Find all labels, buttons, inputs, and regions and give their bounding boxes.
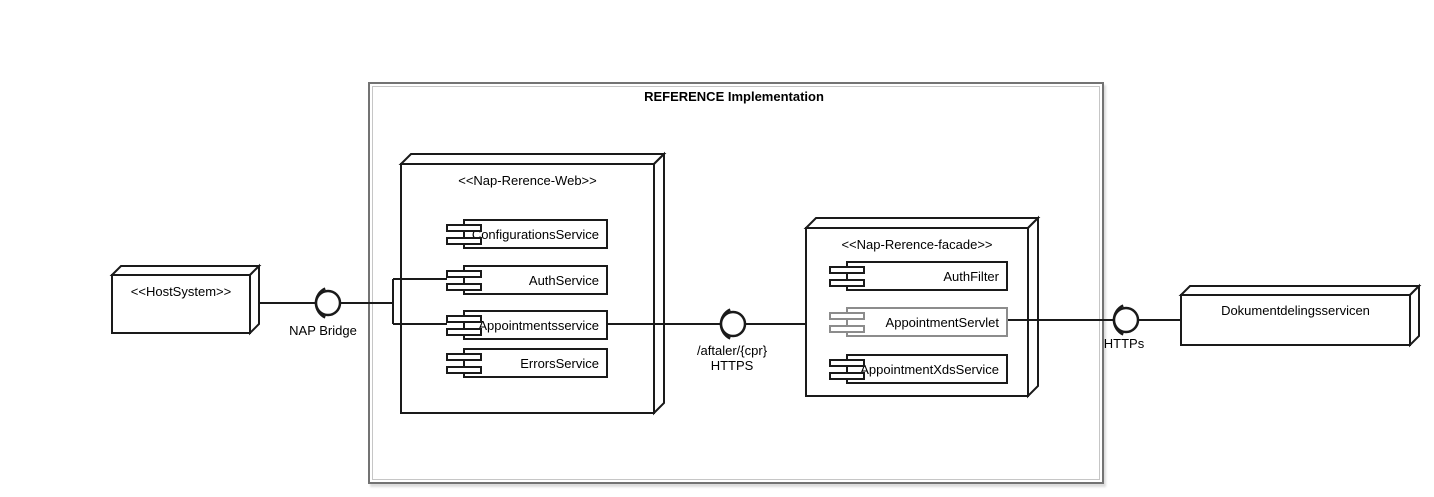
facade-node-title: <<Nap-Rerence-facade>>	[841, 237, 993, 252]
hostsystem-node-title: <<HostSystem>>	[130, 284, 232, 299]
aftaler-interface-protocol: HTTPS	[710, 358, 754, 373]
component-icon-tab	[829, 266, 865, 274]
component-icon-tab	[446, 270, 482, 278]
component-appointmentservlet: AppointmentServlet	[829, 307, 1008, 337]
ball-interface-icon	[719, 310, 747, 338]
ball-interface-icon	[314, 289, 342, 317]
ball-interface-icon	[1112, 306, 1140, 334]
component-icon-tab	[446, 224, 482, 232]
component-icon-tab	[829, 279, 865, 287]
component-icon-tab	[829, 359, 865, 367]
component-icon-tab	[446, 366, 482, 374]
component-configurationsservice: ConfigurationsService	[446, 219, 608, 249]
web-node-title: <<Nap-Rerence-Web>>	[458, 173, 597, 188]
component-icon-tab	[446, 283, 482, 291]
component-label: Appointmentsservice	[478, 317, 599, 333]
component-icon-tab	[446, 328, 482, 336]
component-icon-tab	[829, 325, 865, 333]
boundary-inner-border	[372, 86, 1100, 480]
component-icon-tab	[446, 315, 482, 323]
aftaler-interface-label: /aftaler/{cpr}	[696, 343, 768, 358]
boundary-title: REFERENCE Implementation	[644, 89, 824, 104]
component-appointmentxdsservice: AppointmentXdsService	[829, 354, 1008, 384]
nap-bridge-interface-label: NAP Bridge	[289, 323, 357, 338]
component-label: AuthService	[528, 272, 599, 288]
nap-rerence-web-node-shape	[398, 151, 667, 416]
component-appointmentsservice: Appointmentsservice	[446, 310, 608, 340]
component-authservice: AuthService	[446, 265, 608, 295]
component-authfilter: AuthFilter	[829, 261, 1008, 291]
component-icon-tab	[829, 372, 865, 380]
external-node-title: Dokumentdelingsservicen	[1221, 303, 1370, 318]
component-icon-tab	[446, 237, 482, 245]
component-icon-tab	[446, 353, 482, 361]
hostsystem-node-shape	[109, 263, 262, 336]
https-interface-label: HTTPs	[1103, 336, 1145, 351]
component-label: AppointmentXdsService	[860, 361, 999, 377]
component-label: AuthFilter	[943, 268, 999, 284]
component-errorsservice: ErrorsService	[446, 348, 608, 378]
component-label: ErrorsService	[520, 355, 599, 371]
component-label: ConfigurationsService	[471, 226, 599, 242]
component-icon-tab	[829, 312, 865, 320]
connector-web-branch-bracket	[392, 278, 447, 325]
component-label: AppointmentServlet	[885, 314, 999, 330]
